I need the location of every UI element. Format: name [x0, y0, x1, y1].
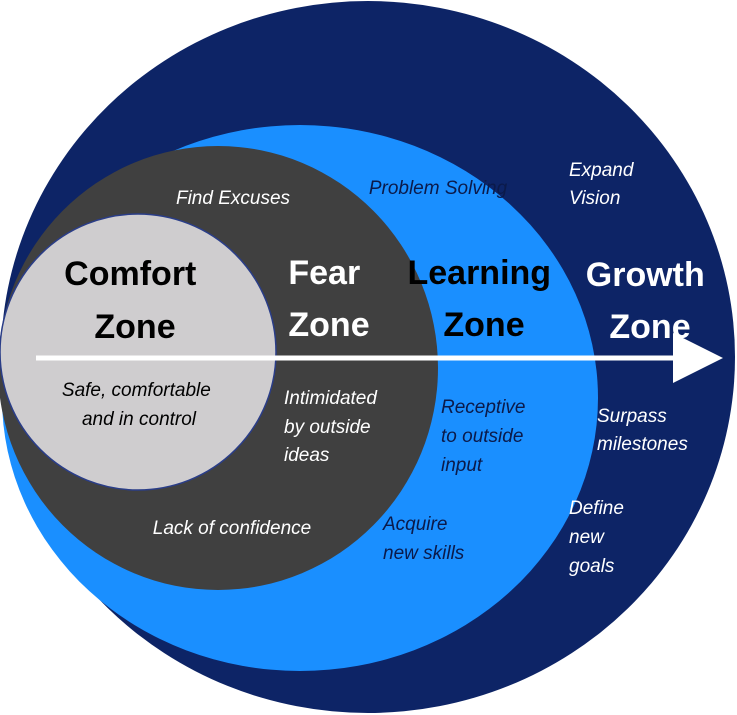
learning-zone-note-bottom: Acquire new skills — [382, 514, 465, 564]
comfort-zone-title: Comfort Zone — [64, 255, 206, 346]
growth-zone-title: Growth Zone — [586, 256, 714, 346]
comfort-zone-circle — [0, 213, 277, 491]
learning-zone-note-top: Problem Solving — [369, 178, 508, 199]
fear-zone-note-top: Find Excuses — [176, 188, 291, 209]
growth-zone-note-bottom: Define new goals — [569, 498, 629, 577]
growth-zone-note-top: Expand Vision — [569, 160, 639, 209]
fear-zone-note-mid: Intimidated by outside ideas — [284, 388, 382, 466]
comfort-zone-notes: Safe, comfortable and in control — [62, 380, 216, 430]
fear-zone-title: Fear Zone — [288, 254, 369, 344]
learning-zone-title: Learning Zone — [407, 254, 560, 344]
learning-zone-note-mid: Receptive to outside input — [441, 397, 531, 476]
growth-zone-note-mid: Surpass milestones — [597, 406, 688, 455]
fear-zone-note-bottom: Lack of confidence — [153, 518, 311, 539]
